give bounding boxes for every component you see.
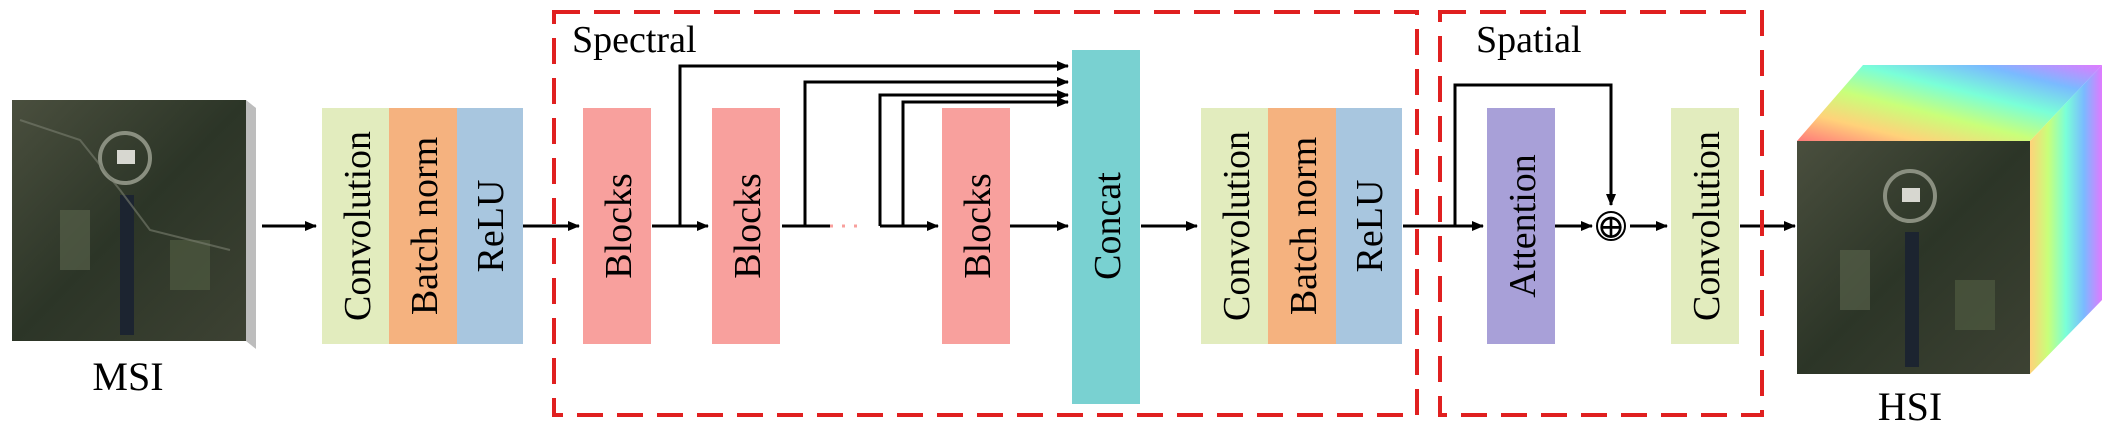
spectral-bn-label: Batch norm	[1283, 137, 1325, 315]
spectral-conv-label: Convolution	[1216, 131, 1258, 321]
add-circle	[1596, 211, 1626, 241]
spatial-group-border	[1438, 10, 1764, 417]
spectral-group-label: Spectral	[572, 19, 697, 61]
spectral-block-2-label: Blocks	[727, 173, 769, 279]
spatial-blocks: Attention ⊕ Convolution	[1487, 108, 1739, 344]
spectral-relu-label: ReLU	[1349, 180, 1391, 273]
stem-conv-box	[322, 108, 389, 344]
concat-label: Concat	[1087, 172, 1129, 280]
msi-label: MSI	[92, 354, 163, 399]
stem-relu-label: ReLU	[470, 180, 512, 273]
stem-conv-label: Convolution	[337, 131, 379, 321]
flow-arrows	[262, 61, 1796, 231]
spatial-group-label: Spatial	[1476, 19, 1582, 61]
spatial-conv-box	[1671, 108, 1739, 344]
spectral-blocks: Blocks Blocks Blocks Concat Convolution …	[583, 50, 1402, 404]
spectral-group-border	[552, 10, 1419, 417]
concat-box	[1072, 50, 1140, 404]
attention-label: Attention	[1502, 154, 1544, 298]
spectral-block-3	[942, 108, 1010, 344]
spatial-conv-label: Convolution	[1686, 131, 1728, 321]
spectral-block-2	[712, 108, 780, 344]
add-symbol: ⊕	[1597, 209, 1626, 246]
attention-box	[1487, 108, 1555, 344]
spectral-block-3-label: Blocks	[957, 173, 999, 279]
hsi-cube	[1797, 65, 2102, 374]
stem-block: Convolution Batch norm ReLU	[322, 108, 523, 344]
hsi-label: HSI	[1878, 384, 1942, 429]
spectral-relu-box	[1336, 108, 1402, 344]
stem-relu-box	[457, 108, 523, 344]
spectral-block-1	[583, 108, 651, 344]
spectral-bn-box	[1268, 108, 1336, 344]
stem-bn-label: Batch norm	[404, 137, 446, 315]
spectral-block-1-label: Blocks	[598, 173, 640, 279]
msi-image	[12, 100, 256, 349]
spectral-conv-box	[1201, 108, 1268, 344]
stem-bn-box	[389, 108, 457, 344]
